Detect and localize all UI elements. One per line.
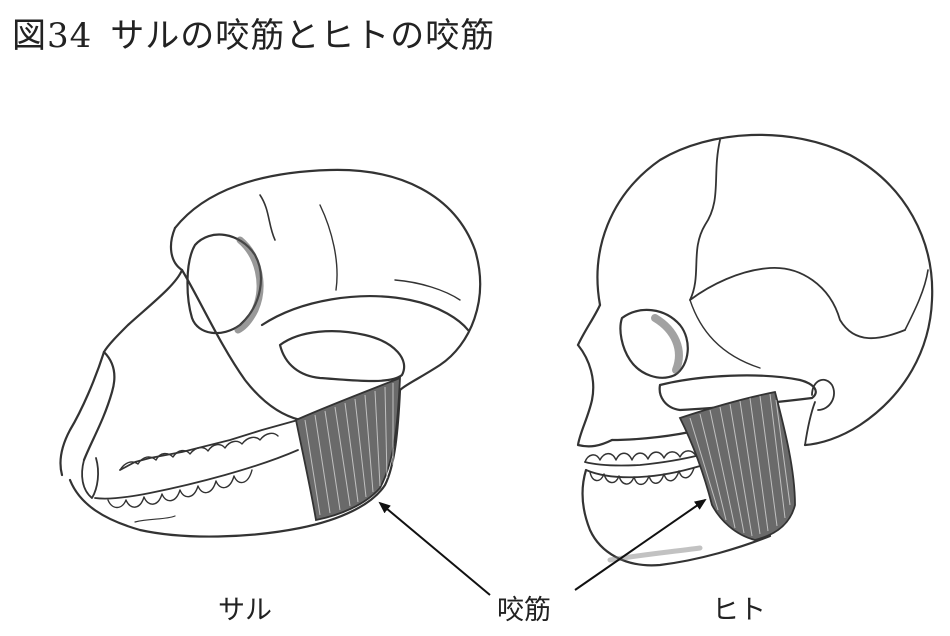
pointer-arrows <box>378 498 707 596</box>
monkey-upper-teeth <box>119 419 299 471</box>
label-human: ヒト <box>712 595 766 626</box>
arrow-to-human-masseter <box>574 498 707 591</box>
monkey-cranium-outline <box>173 168 482 392</box>
human-masseter-muscle <box>678 390 796 541</box>
human-skull <box>576 133 934 567</box>
figure-title: 図34 サルの咬筋とヒトの咬筋 <box>12 8 495 57</box>
monkey-canine <box>81 457 99 499</box>
human-mandible <box>581 468 772 567</box>
monkey-mandible <box>68 388 402 538</box>
figure-number: 図34 <box>12 16 93 56</box>
human-ear-opening <box>811 378 835 411</box>
human-orbit <box>619 308 689 379</box>
monkey-muzzle <box>59 350 106 477</box>
human-upper-teeth <box>584 454 701 467</box>
monkey-lower-teeth <box>94 449 299 500</box>
human-nasal <box>576 343 614 448</box>
label-masseter: 咬筋 <box>497 595 551 626</box>
human-cranium-outline <box>596 133 934 447</box>
figure-caption: サルの咬筋とヒトの咬筋 <box>110 16 496 56</box>
monkey-zygomatic-arch <box>278 330 406 383</box>
human-lower-teeth <box>585 465 701 479</box>
label-monkey: サル <box>218 595 272 626</box>
arrow-to-monkey-masseter <box>378 501 491 596</box>
human-zygomatic-arch <box>658 374 817 412</box>
monkey-skull <box>59 168 482 538</box>
monkey-masseter-muscle <box>294 376 401 522</box>
monkey-brow-ridge <box>102 226 184 354</box>
